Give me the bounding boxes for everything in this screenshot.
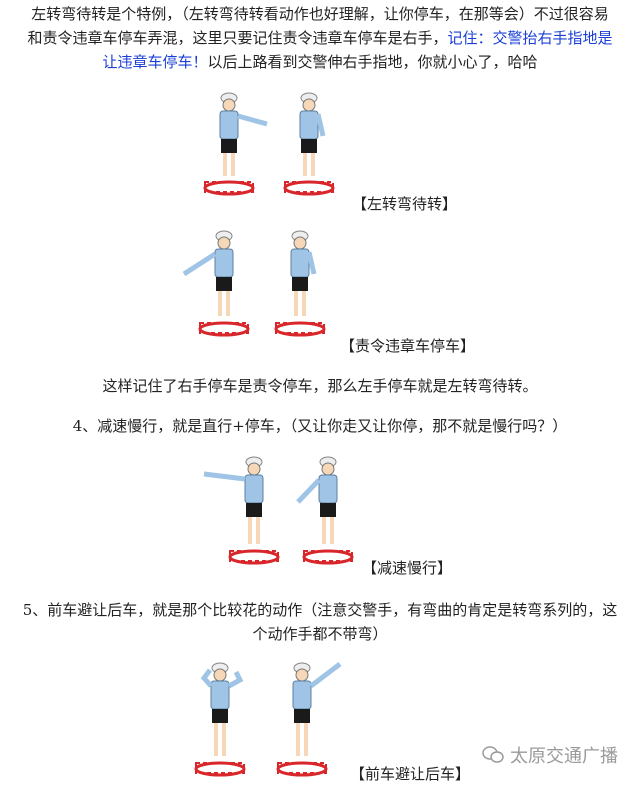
caption-slow-down: 【减速慢行】 (362, 559, 453, 577)
officer-figure-5 (203, 456, 280, 565)
officer-figure-2 (283, 92, 335, 196)
caption-left-turn-wait: 【左转弯待转】 (352, 195, 458, 213)
caption-yield: 【前车避让后车】 (350, 765, 471, 783)
intro-line-2: 和责令违章车停车弄混，这里只要记住责令违章车停车是右手，记住：交警抬右手指地是 (18, 26, 622, 50)
item-5-line-1: 5、前车避让后车，就是那个比较花的动作（注意交警手，有弯曲的肯定是转弯系列的，这 (22, 601, 618, 619)
officer-figure-3 (182, 230, 250, 337)
intro-line-3-text: 以后上路看到交警伸右手指地，你就小心了，哈哈 (207, 53, 538, 71)
watermark-text: 太原交通广播 (510, 746, 618, 767)
intro-highlight-2: 让违章车停车！ (102, 53, 208, 71)
intro-line-3: 让违章车停车！以后上路看到交警伸右手指地，你就小心了，哈哈 (18, 50, 622, 74)
officer-figure-4 (274, 230, 326, 337)
officer-figure-1 (203, 92, 268, 196)
wechat-icon (482, 746, 504, 763)
item-5-line-2: 个动作手都不带弯） (252, 625, 388, 643)
officer-figure-6 (296, 456, 354, 565)
figure-left-turn-wait (195, 88, 345, 210)
item-4-text: 4、减速慢行，就是直行+停车，（又让你走又让你停，那不就是慢行吗？） (72, 417, 568, 435)
officer-figure-8 (276, 662, 342, 777)
caption-order-stop: 【责令违章车停车】 (340, 337, 476, 355)
intro-highlight-1: 记住：交警抬右手指地是 (447, 29, 613, 47)
officer-figure-7 (194, 662, 246, 777)
intro-line-2-text: 和责令违章车停车弄混，这里只要记住责令违章车停车是右手， (27, 29, 448, 47)
figure-slow-down (200, 452, 360, 576)
summary-text: 这样记住了右手停车是责令停车，那么左手停车就是左转弯待转。 (102, 377, 538, 395)
watermark: 太原交通广播 (482, 742, 618, 768)
intro-line-1: 左转弯待转是个特例，（左转弯待转看动作也好理解，让你停车，在那等会）不过很容易 (31, 5, 609, 23)
figure-order-stop (180, 226, 340, 350)
figure-yield (186, 658, 356, 786)
